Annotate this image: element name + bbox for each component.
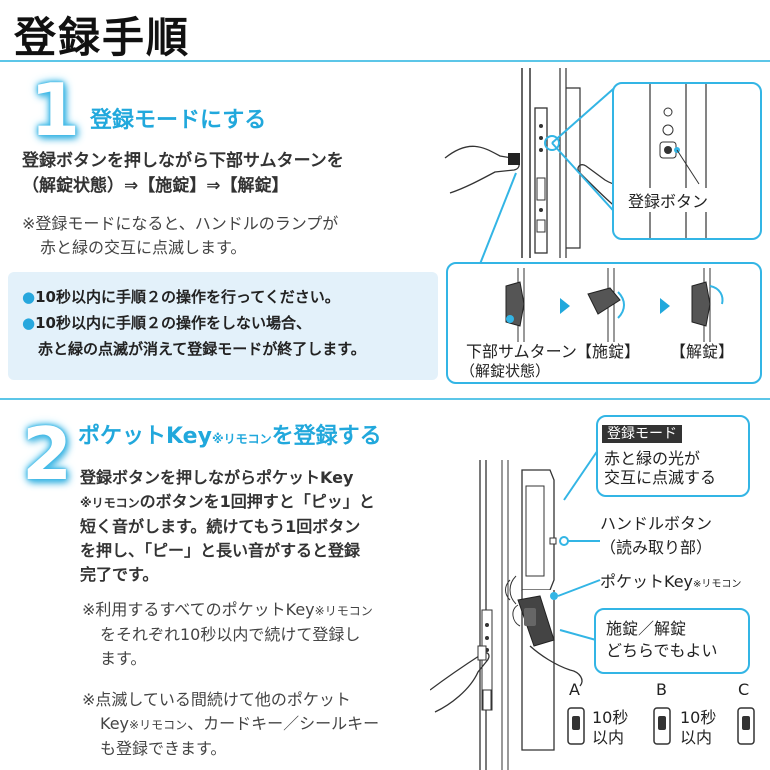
unlock-label: 【解錠】 (670, 342, 735, 361)
pocket-key-label: ポケットKey※リモコン (600, 572, 742, 591)
step2-heading: ポケットKey※リモコンを登録する (78, 424, 382, 449)
step2-note-2: ※点滅している間続けて他のポケット Key※リモコン、カードキー／シールキー も… (82, 690, 380, 758)
blink-text: 赤と緑の光が 交互に点滅する (604, 449, 717, 487)
key-b-label: B (656, 680, 667, 699)
step1-bullet-2-cont: 赤と緑の点滅が消えて登録モードが終了します。 (38, 340, 366, 358)
mode-badge: 登録モード (602, 423, 682, 443)
step1-body: 登録ボタンを押しながら下部サムターンを （解錠状態）⇒【施錠】⇒【解錠】 (22, 151, 344, 196)
lock-unlock-text: 施錠／解錠 どちらでもよい (606, 619, 718, 660)
remote-icon-c (737, 707, 755, 745)
step1-info-box: ●10秒以内に手順２の操作を行ってください。 ●10秒以内に手順２の操作をしない… (8, 272, 438, 380)
step1-bullet-2: ●10秒以内に手順２の操作をしない場合、 (22, 314, 311, 332)
step1-note: ※登録モードになると、ハンドルのランプが 赤と緑の交互に点滅します。 (22, 214, 339, 257)
step1-heading: 登録モードにする (90, 108, 267, 133)
register-button-callout: 登録ボタン (612, 82, 762, 240)
interval-bc: 10秒 以内 (680, 708, 717, 747)
handle-button-label: ハンドルボタン （読み取り部） (600, 514, 713, 557)
step2-note-1: ※利用するすべてのポケットKey※リモコン をそれぞれ10秒以内で続けて登録し … (82, 600, 373, 668)
lock-label: 【施錠】 (576, 342, 641, 361)
thumb-turn-label: 下部サムターン (466, 342, 577, 361)
page-title: 登録手順 (14, 13, 191, 62)
blink-callout: 登録モード 赤と緑の光が 交互に点滅する (596, 415, 750, 497)
thumb-turn-state: （解錠状態） (460, 362, 551, 380)
step1-number: 1 (30, 68, 81, 152)
key-a-label: A (569, 680, 580, 699)
register-button-label: 登録ボタン (626, 188, 711, 212)
door-illustration-1 (444, 68, 631, 265)
step2-body: 登録ボタンを押しながらポケットKey ※リモコンのボタンを1回押すと「ピッ」と … (80, 468, 375, 584)
door-illustration-2 (430, 460, 583, 770)
callout-connectors (550, 449, 601, 641)
key-c-label: C (738, 680, 750, 699)
thumb-turn-callout: 下部サムターン （解錠状態） 【施錠】 【解錠】 (446, 262, 762, 384)
title-divider (0, 60, 770, 62)
lock-unlock-callout: 施錠／解錠 どちらでもよい (594, 608, 750, 674)
remote-icon-a (567, 707, 585, 745)
interval-ab: 10秒 以内 (592, 708, 629, 747)
remote-icon-b (653, 707, 671, 745)
step1-bullet-1: ●10秒以内に手順２の操作を行ってください。 (22, 288, 340, 306)
step-divider (0, 398, 770, 400)
step2-number: 2 (22, 412, 73, 496)
